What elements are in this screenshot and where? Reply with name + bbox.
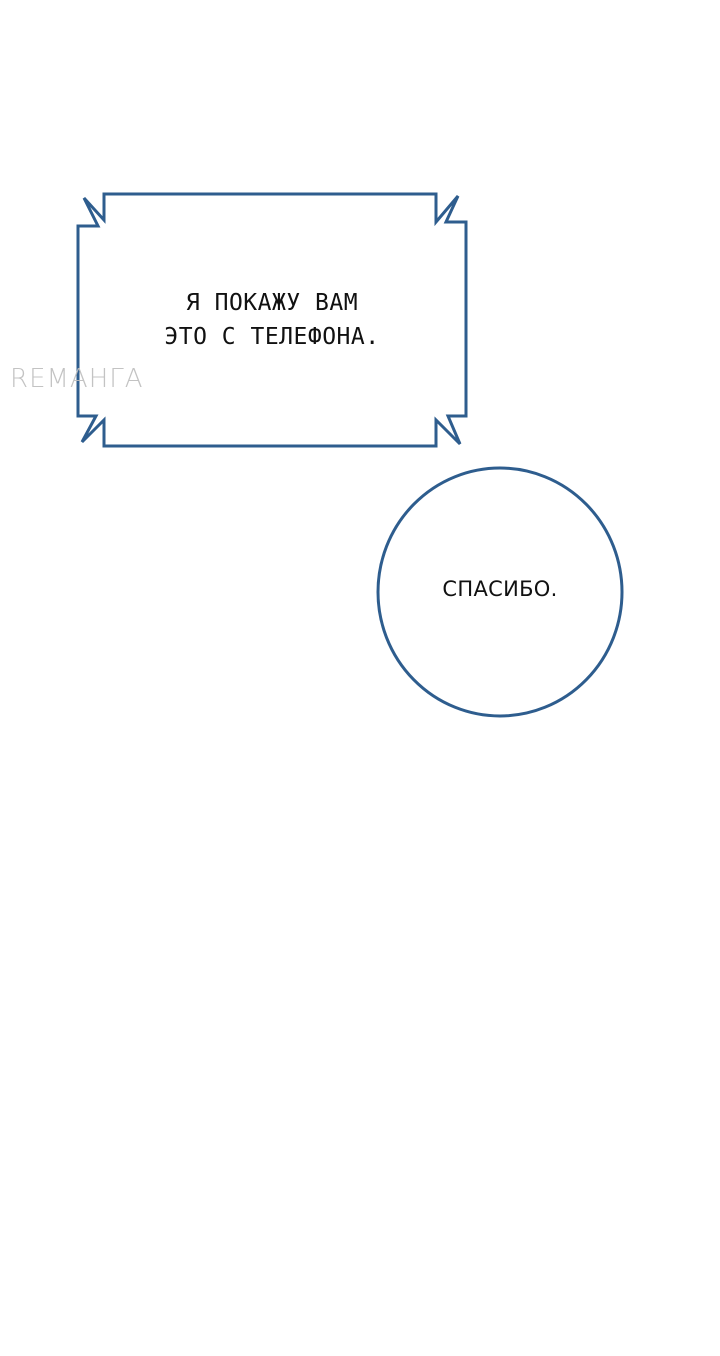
round-bubble-outline: [376, 466, 624, 718]
watermark: REМАНГА: [10, 364, 144, 394]
box-bubble-text: Я ПОКАЖУ ВАМ ЭТО С ТЕЛЕФОНА.: [74, 286, 470, 354]
speech-bubble-box: Я ПОКАЖУ ВАМ ЭТО С ТЕЛЕФОНА.: [74, 190, 470, 450]
box-bubble-line: ЭТО С ТЕЛЕФОНА.: [164, 324, 380, 350]
box-bubble-line: Я ПОКАЖУ ВАМ: [185, 290, 359, 316]
box-bubble-outline: [76, 192, 468, 448]
speech-bubble-round: СПАСИБО.: [376, 466, 624, 718]
round-bubble-text: СПАСИБО.: [442, 577, 558, 601]
